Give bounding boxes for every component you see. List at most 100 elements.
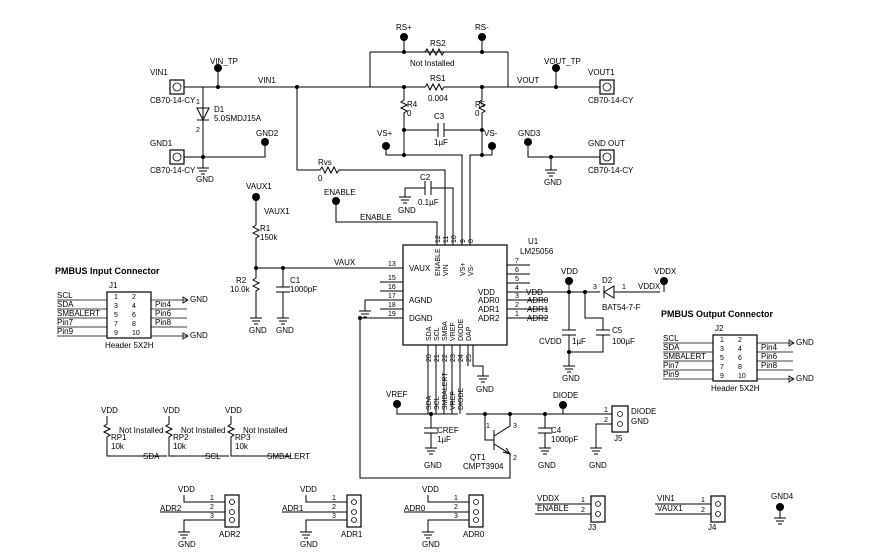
c5-ref: C5 xyxy=(612,326,623,335)
dgnd-junction xyxy=(358,316,362,320)
pullup-note: Not Installed xyxy=(181,426,225,435)
ic-right-pin-number: 2 xyxy=(515,302,519,309)
ic-right-pin-name: ADR1 xyxy=(478,305,500,314)
vin-tp-testpoint xyxy=(214,64,222,72)
jumper-vdd-wire xyxy=(305,495,347,503)
jumper-ref: ADR2 xyxy=(219,530,241,539)
pmbus-right-pin-number: 6 xyxy=(738,355,742,362)
rs2-ref: RS2 xyxy=(430,39,446,48)
jumper-pin-number: 3 xyxy=(210,513,214,520)
vddx-net-label: VDDX xyxy=(638,282,661,291)
enable-label: ENABLE xyxy=(324,188,356,197)
jumper-gnd-label: GND xyxy=(422,540,440,549)
jumper-header-body xyxy=(468,494,484,528)
input-connector-gnd1: GND1 CB70-14-CY xyxy=(150,139,196,175)
cref-value: 1µF xyxy=(437,435,451,444)
diode-testpoint xyxy=(559,401,567,409)
r2-gnd-label: GND xyxy=(249,326,267,335)
c1-gnd-label: GND xyxy=(276,326,294,335)
ic-bottom-pin-name: SCL xyxy=(434,327,441,341)
gnd1-part-label: CB70-14-CY xyxy=(150,166,196,175)
pullup-resistor xyxy=(164,416,229,457)
cvdd-capacitor xyxy=(562,292,576,352)
ic-bottom-pin-number: 22 xyxy=(442,354,449,362)
c1-capacitor xyxy=(276,268,290,325)
jumper-pin-number: 1 xyxy=(332,495,336,502)
vaux1-testpoint xyxy=(252,193,260,201)
c3-value: 1µF xyxy=(434,138,448,147)
d2-pin3: 3 xyxy=(593,284,597,291)
ic-top-pin-name: VIN xyxy=(443,264,450,276)
ic-bottom-pin-name: SMBA xyxy=(442,321,449,341)
j3-pin1-pad xyxy=(595,501,601,507)
rs1-ref: RS1 xyxy=(430,74,446,83)
j5-pin2-pad xyxy=(617,421,623,427)
pullup-value: 10k xyxy=(235,442,249,451)
vdd-cap-gnd-junction xyxy=(567,350,571,354)
gnd4-testpoint-group: GND4 xyxy=(771,492,794,525)
qt1-pin2: 2 xyxy=(513,455,517,462)
d1-ref: D1 xyxy=(214,105,225,114)
qt1-pin1: 1 xyxy=(486,423,490,430)
ic-left-pin-number: 17 xyxy=(388,293,396,300)
cref-capacitor xyxy=(424,414,438,455)
ic-top-pin-number: 11 xyxy=(443,236,450,243)
pmbus-part-label: Header 5X2H xyxy=(711,384,760,393)
r1-ref: R1 xyxy=(260,224,271,233)
ic-left-pin-number: 16 xyxy=(388,284,396,291)
ic-right-pin-number: 6 xyxy=(515,267,519,274)
jumper-pin-pad xyxy=(473,517,479,523)
pmbus-right-label: Pin8 xyxy=(761,361,778,370)
qt1-emitter-arrow xyxy=(502,447,512,455)
vref-label: VREF xyxy=(386,390,407,399)
ic-top-pin-number: 9 xyxy=(460,239,467,243)
pullup-note: Not Installed xyxy=(243,426,287,435)
d1-wire-bottom xyxy=(184,120,204,158)
j3-label-2: ENABLE xyxy=(537,504,569,513)
j3-connector: VDDX ENABLE 1 2 J3 xyxy=(535,494,606,532)
ic-u1-body xyxy=(402,244,508,346)
jumper-vdd-label: VDD xyxy=(178,485,195,494)
pmbus-right-pin-number: 2 xyxy=(132,294,136,301)
vout1-terminal-screw xyxy=(602,82,612,92)
j5-pin1-num: 1 xyxy=(604,407,608,414)
r4-ref: R4 xyxy=(407,100,418,109)
pmbus-ref: J1 xyxy=(109,281,118,290)
pullup-resistor xyxy=(102,416,167,457)
pmbus-left-pin-number: 1 xyxy=(720,337,724,344)
ic-left-pin-number: 13 xyxy=(388,261,396,268)
j4-label-2: VAUX1 xyxy=(657,504,683,513)
rs2-resistor xyxy=(404,47,482,57)
pmbus-left-label: SDA xyxy=(57,300,74,309)
jumper-header-body xyxy=(346,494,362,528)
agnd-ground-wire xyxy=(359,299,380,318)
c5-capacitor xyxy=(569,292,610,353)
j5-header-body xyxy=(611,405,629,433)
jumper-pin-pad xyxy=(351,517,357,523)
c3-capacitor xyxy=(404,123,482,137)
rvs-resistor xyxy=(296,87,446,240)
pmbus-ref: J2 xyxy=(715,324,724,333)
ic-left-pin-number: 15 xyxy=(388,275,396,282)
j4-wires xyxy=(655,503,711,515)
ic-top-pin-number: 8 xyxy=(468,239,475,243)
pmbus-right-label: Pin4 xyxy=(761,343,778,352)
pmbus-right-label: Pin4 xyxy=(155,300,172,309)
j3-wires xyxy=(535,503,591,515)
vs-sense-wires xyxy=(385,150,493,240)
qt1-transistor xyxy=(484,414,511,463)
gnd-symbol-c2 xyxy=(399,196,411,204)
pmbus-right-label: GND xyxy=(796,338,814,347)
jumper-pin-pad xyxy=(351,509,357,515)
pmbus-gnd-arrow xyxy=(788,375,795,383)
ic-bottom-pin-number: 21 xyxy=(434,354,441,362)
jumper-pin-pad xyxy=(351,499,357,505)
vs-minus-label: VS- xyxy=(484,129,498,138)
pmbus-right-label: Pin6 xyxy=(761,352,778,361)
vin1-connector-label: VIN1 xyxy=(150,68,168,77)
pullup-vdd-label: VDD xyxy=(163,406,180,415)
pmbus-left-pin-number: 5 xyxy=(720,355,724,362)
j4-connector: VIN1 VAUX1 1 2 J4 xyxy=(655,494,726,532)
r5-value: 0 xyxy=(475,109,480,118)
r4-resistor xyxy=(399,87,409,155)
